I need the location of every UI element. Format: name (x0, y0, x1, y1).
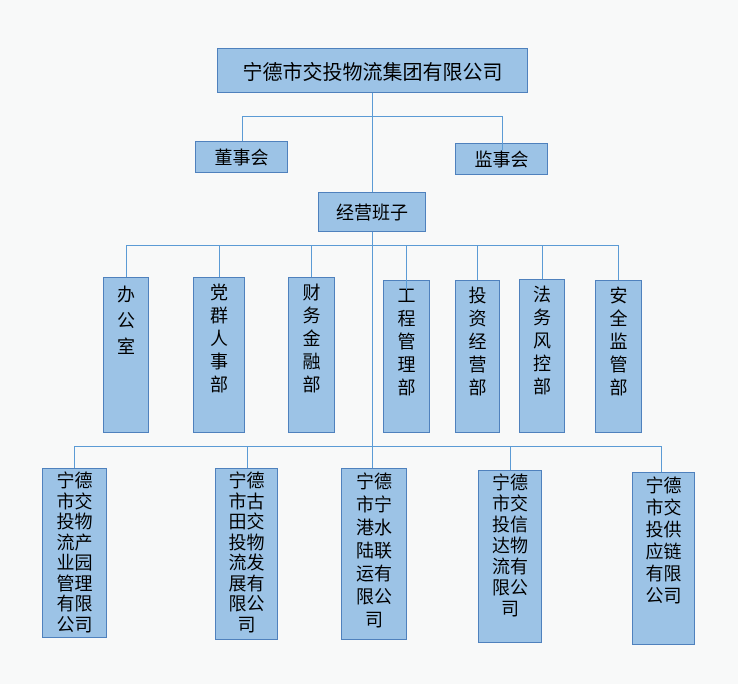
org-node-department: 党 群 人 事 部 (193, 277, 245, 433)
org-node-department: 安 全 监 管 部 (595, 280, 642, 433)
connector-line (74, 446, 75, 468)
org-node-board: 董事会 (195, 141, 288, 173)
connector-line (502, 116, 503, 150)
connector-line (477, 245, 478, 280)
connector-line (74, 446, 662, 447)
connector-line (126, 245, 619, 246)
connector-line (242, 116, 243, 142)
connector-line (661, 446, 662, 472)
connector-line (219, 245, 220, 277)
org-node-subsidiary: 宁德 市交 投供 应链 有限 公司 (632, 472, 695, 645)
connector-line (542, 245, 543, 279)
org-node-department: 财 务 金 融 部 (288, 277, 335, 433)
connector-line (372, 93, 373, 192)
connector-line (126, 245, 127, 277)
connector-line (406, 245, 407, 290)
org-node-root: 宁德市交投物流集团有限公司 (217, 48, 528, 93)
org-node-subsidiary: 宁德 市交 投信 达物 流有 限公 司 (478, 470, 542, 643)
connector-line (510, 446, 511, 470)
connector-line (372, 232, 373, 468)
org-node-management: 经营班子 (318, 192, 426, 232)
org-node-department: 办 公 室 (103, 277, 149, 433)
org-node-department: 工 程 管 理 部 (383, 280, 430, 433)
org-node-subsidiary: 宁德 市宁 港水 陆联 运有 限公 司 (341, 468, 407, 640)
org-node-supervisory: 监事会 (455, 143, 548, 175)
org-node-subsidiary: 宁德 市交 投物 流产 业园 管理 有限 公司 (42, 468, 107, 638)
org-node-department: 投 资 经 营 部 (455, 280, 500, 433)
org-node-subsidiary: 宁德 市古 田交 投物 流发 展有 限公 司 (215, 468, 278, 640)
org-node-department: 法 务 风 控 部 (519, 279, 565, 433)
connector-line (311, 245, 312, 277)
connector-line (247, 446, 248, 468)
connector-line (618, 245, 619, 280)
connector-line (242, 116, 503, 117)
